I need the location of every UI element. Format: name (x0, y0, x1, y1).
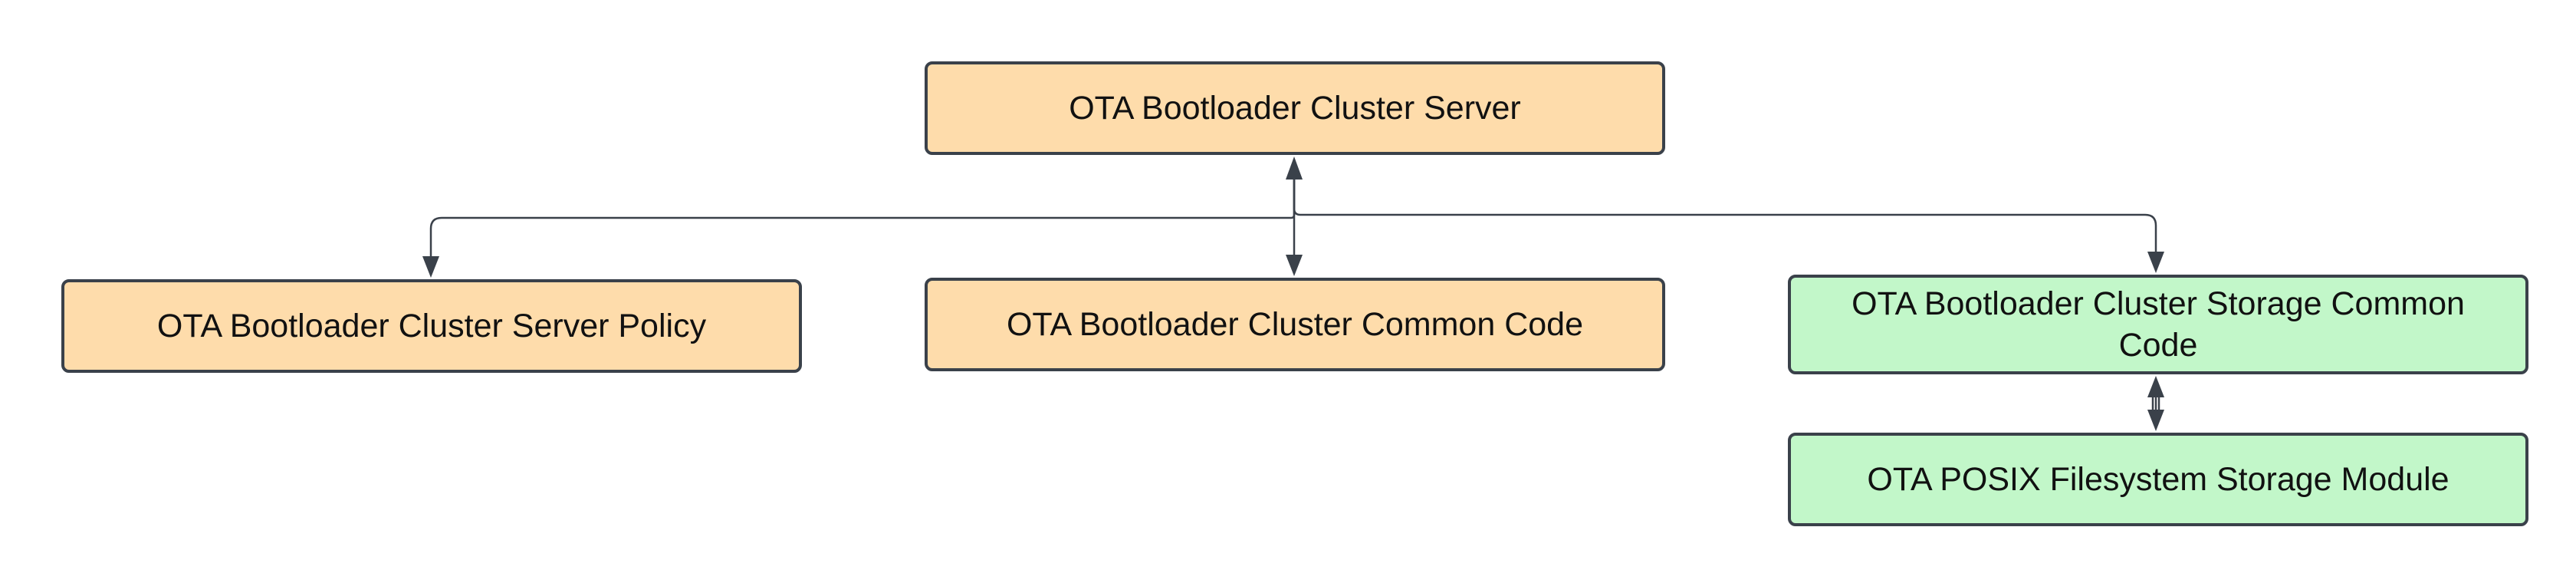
node-label: OTA Bootloader Cluster Storage Common Co… (1852, 285, 2465, 364)
arrowhead-posix-storage (2147, 410, 2164, 431)
arrowhead-storage-common (2147, 252, 2164, 273)
node-ota-bootloader-cluster-server: OTA Bootloader Cluster Server (925, 61, 1665, 155)
arrowhead-server-policy (422, 256, 439, 278)
node-label: OTA Bootloader Cluster Server Policy (156, 308, 707, 344)
arrowhead-server (1286, 156, 1303, 180)
node-ota-bootloader-cluster-storage-common-code: OTA Bootloader Cluster Storage Common Co… (1788, 275, 2528, 374)
node-label: OTA Bootloader Cluster Common Code (1006, 306, 1584, 343)
connector-server-to-storage-common (1293, 175, 2157, 253)
arrowhead-common-code (1286, 255, 1303, 276)
arrowhead-storage-common-up (2147, 376, 2164, 397)
connector-server-to-server-policy (429, 175, 1296, 258)
node-label: OTA POSIX Filesystem Storage Module (1867, 461, 2450, 498)
node-ota-posix-filesystem-storage-module: OTA POSIX Filesystem Storage Module (1788, 433, 2528, 526)
node-label: OTA Bootloader Cluster Server (1069, 90, 1521, 127)
node-ota-bootloader-cluster-server-policy: OTA Bootloader Cluster Server Policy (61, 279, 802, 373)
node-ota-bootloader-cluster-common-code: OTA Bootloader Cluster Common Code (925, 278, 1665, 371)
